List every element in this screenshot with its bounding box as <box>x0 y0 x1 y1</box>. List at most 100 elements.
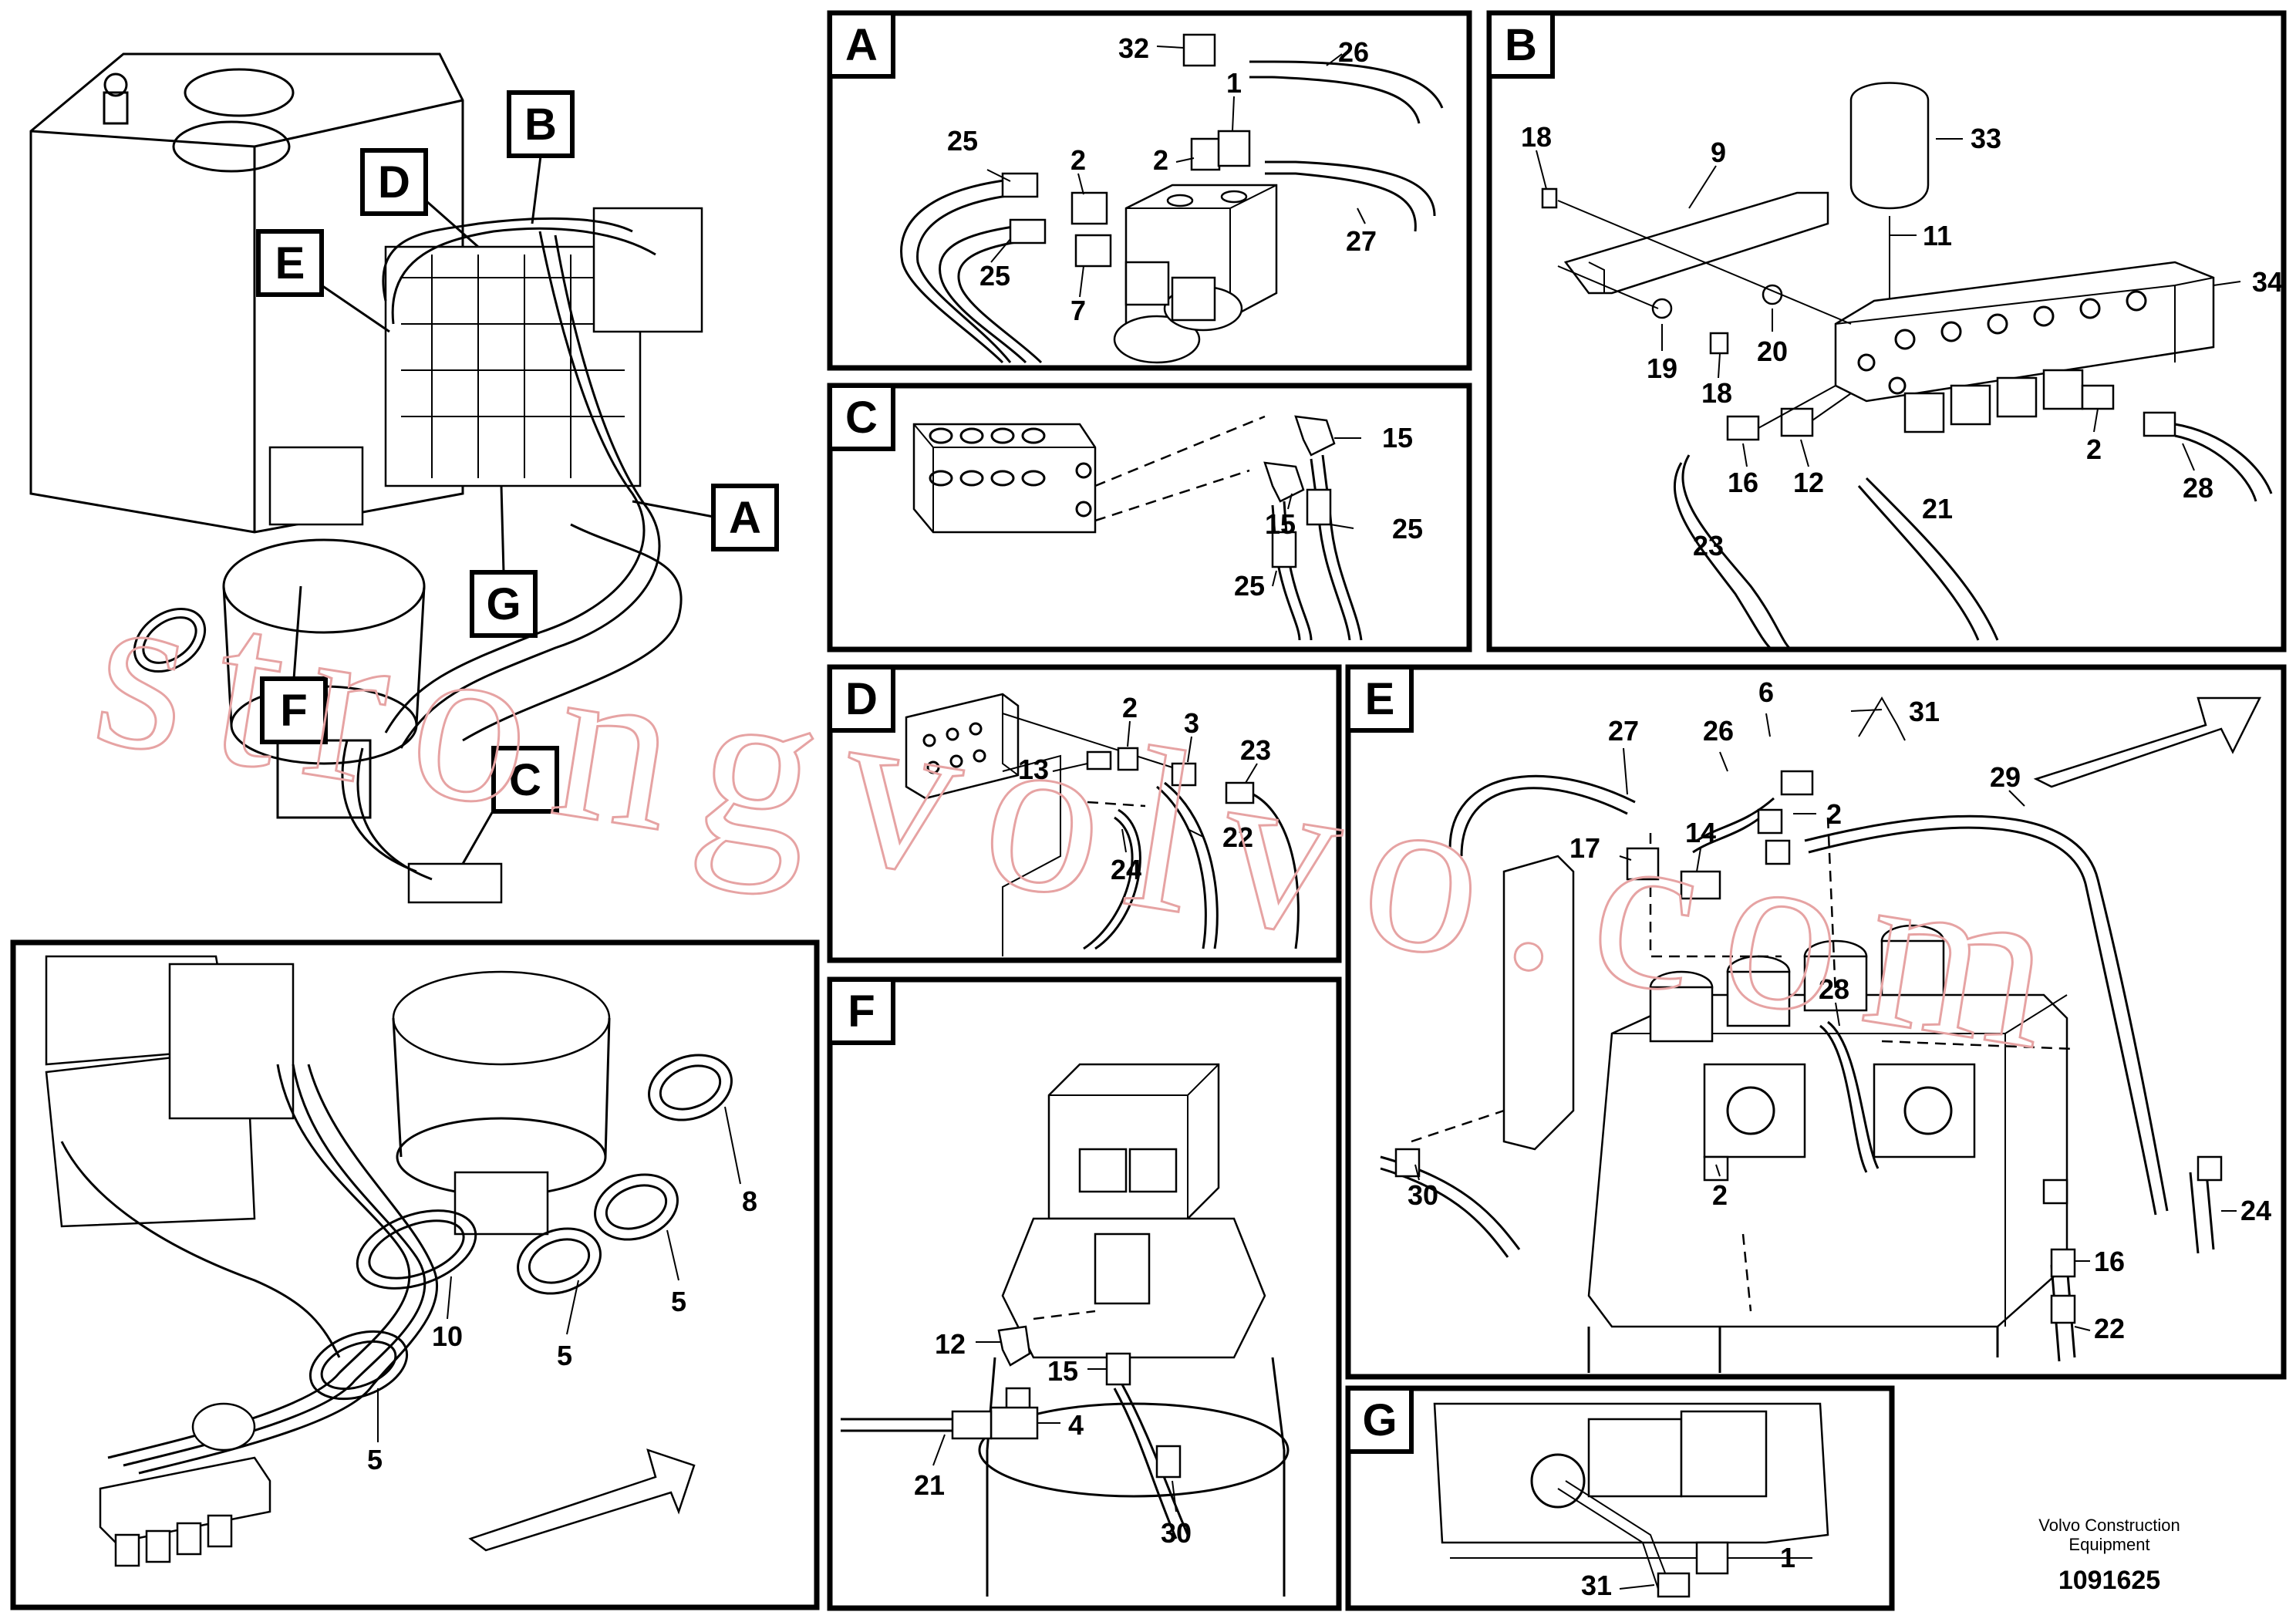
panel-overview-lower: 8 10 5 5 5 <box>10 939 820 1610</box>
panel-letter-A: A <box>729 493 761 543</box>
grommet-5b <box>517 1227 602 1295</box>
callout-32: 32 <box>1118 32 1149 64</box>
callout-2: 2 <box>1070 144 1086 176</box>
callout-15: 15 <box>1265 508 1296 540</box>
panel-letter-F: F <box>280 686 307 736</box>
overview-labels: B D E A G F C <box>256 90 779 865</box>
callout-30: 30 <box>1161 1517 1192 1549</box>
callout-2: 2 <box>1122 692 1138 723</box>
panel-letter-A: A <box>845 20 878 70</box>
panel-letter-D: D <box>378 157 410 207</box>
callout-26: 26 <box>1703 715 1734 747</box>
panel-letter-G: G <box>486 579 521 629</box>
callout-12: 12 <box>1793 467 1824 498</box>
panel-f: F 12 15 4 21 30 <box>827 976 1342 1611</box>
callout-12: 12 <box>935 1328 966 1360</box>
overview-label-A[interactable]: A <box>632 484 779 551</box>
panel-b: B <box>1486 10 2287 653</box>
callout-5: 5 <box>671 1286 686 1317</box>
grommet-5a <box>594 1173 679 1241</box>
block-c-ports <box>929 427 1092 518</box>
callout-18: 18 <box>1701 377 1732 409</box>
callout-28: 28 <box>2183 472 2213 504</box>
callout-7: 7 <box>1070 295 1086 326</box>
callout-4: 4 <box>1068 1409 1084 1441</box>
grommet-8 <box>648 1054 733 1121</box>
brand-line-1: Volvo Construction <box>2038 1516 2180 1535</box>
panel-letter-B: B <box>524 99 557 150</box>
brand-line-2: Equipment <box>2068 1535 2149 1554</box>
callout-28: 28 <box>1819 973 1849 1005</box>
panel-letter-G: G <box>1362 1395 1397 1445</box>
callout-3: 3 <box>1184 707 1199 739</box>
callout-14: 14 <box>1685 817 1716 848</box>
callout-21: 21 <box>914 1469 945 1501</box>
callout-17: 17 <box>1569 832 1600 864</box>
callout-15: 15 <box>1382 422 1413 454</box>
panel-e: E <box>1345 664 2287 1380</box>
panel-letter-C: C <box>845 393 878 443</box>
callout-5: 5 <box>557 1340 572 1371</box>
overview-illustration <box>29 52 703 904</box>
callout-24: 24 <box>2240 1195 2271 1226</box>
overview-label-D[interactable]: D <box>360 148 479 248</box>
panel-letter-B: B <box>1505 20 1537 70</box>
callout-23: 23 <box>1240 734 1271 766</box>
callout-1: 1 <box>1226 67 1242 99</box>
panel-g: G 1 31 <box>1345 1385 1895 1611</box>
drawing-code: 1091625 <box>2058 1566 2160 1595</box>
callout-22: 22 <box>1222 821 1253 853</box>
overview-label-G[interactable]: G <box>470 485 538 638</box>
callout-2: 2 <box>1712 1179 1728 1211</box>
watermark: strongvolvo.com <box>80 536 2097 1102</box>
callout-25: 25 <box>947 125 978 157</box>
callout-2: 2 <box>1826 798 1842 830</box>
callout-1: 1 <box>1780 1542 1795 1573</box>
panel-letter-E: E <box>275 238 305 288</box>
callout-16: 16 <box>2094 1246 2125 1277</box>
callout-34: 34 <box>2252 266 2283 298</box>
overview-label-E[interactable]: E <box>256 229 390 333</box>
callout-31: 31 <box>1909 696 1940 727</box>
callout-25: 25 <box>1392 513 1423 545</box>
panel-letter-F: F <box>848 986 875 1037</box>
callout-24: 24 <box>1111 854 1141 885</box>
manifold-ports <box>1857 290 2147 395</box>
callout-25: 25 <box>1234 570 1265 602</box>
callout-19: 19 <box>1647 352 1677 384</box>
callout-16: 16 <box>1728 467 1758 498</box>
valve-spools <box>1649 924 1976 1158</box>
callout-26: 26 <box>1338 36 1369 68</box>
callout-2: 2 <box>2086 433 2102 465</box>
panel-letter-C: C <box>509 755 541 805</box>
callout-2: 2 <box>1153 144 1168 176</box>
callout-22: 22 <box>2094 1313 2125 1344</box>
overview-label-B[interactable]: B <box>507 90 575 224</box>
callout-8: 8 <box>742 1185 757 1217</box>
callout-20: 20 <box>1757 336 1788 367</box>
panel-a: A 32 26 <box>827 10 1472 371</box>
callout-10: 10 <box>432 1320 463 1352</box>
callout-13: 13 <box>1018 754 1049 785</box>
overview-label-F[interactable]: F <box>260 585 328 744</box>
callout-5: 5 <box>367 1444 383 1475</box>
callout-30: 30 <box>1408 1179 1438 1211</box>
callout-9: 9 <box>1711 137 1726 168</box>
panel-c: C 15 15 25 25 <box>827 383 1472 653</box>
callout-11: 11 <box>1923 220 1952 251</box>
callout-27: 27 <box>1608 715 1639 747</box>
callout-31: 31 <box>1581 1570 1612 1601</box>
panel-letter-D: D <box>845 674 878 724</box>
callout-15: 15 <box>1047 1355 1078 1387</box>
solenoid-row <box>1903 369 2084 433</box>
callout-33: 33 <box>1971 123 2001 154</box>
callout-23: 23 <box>1693 530 1724 561</box>
callout-6: 6 <box>1758 676 1774 708</box>
callout-29: 29 <box>1990 761 2021 793</box>
panel-d: D 2 3 13 23 22 24 <box>827 664 1342 963</box>
callout-27: 27 <box>1346 225 1377 257</box>
overview-label-C[interactable]: C <box>461 746 559 865</box>
panel-letter-E: E <box>1365 674 1395 724</box>
callout-21: 21 <box>1922 493 1953 524</box>
